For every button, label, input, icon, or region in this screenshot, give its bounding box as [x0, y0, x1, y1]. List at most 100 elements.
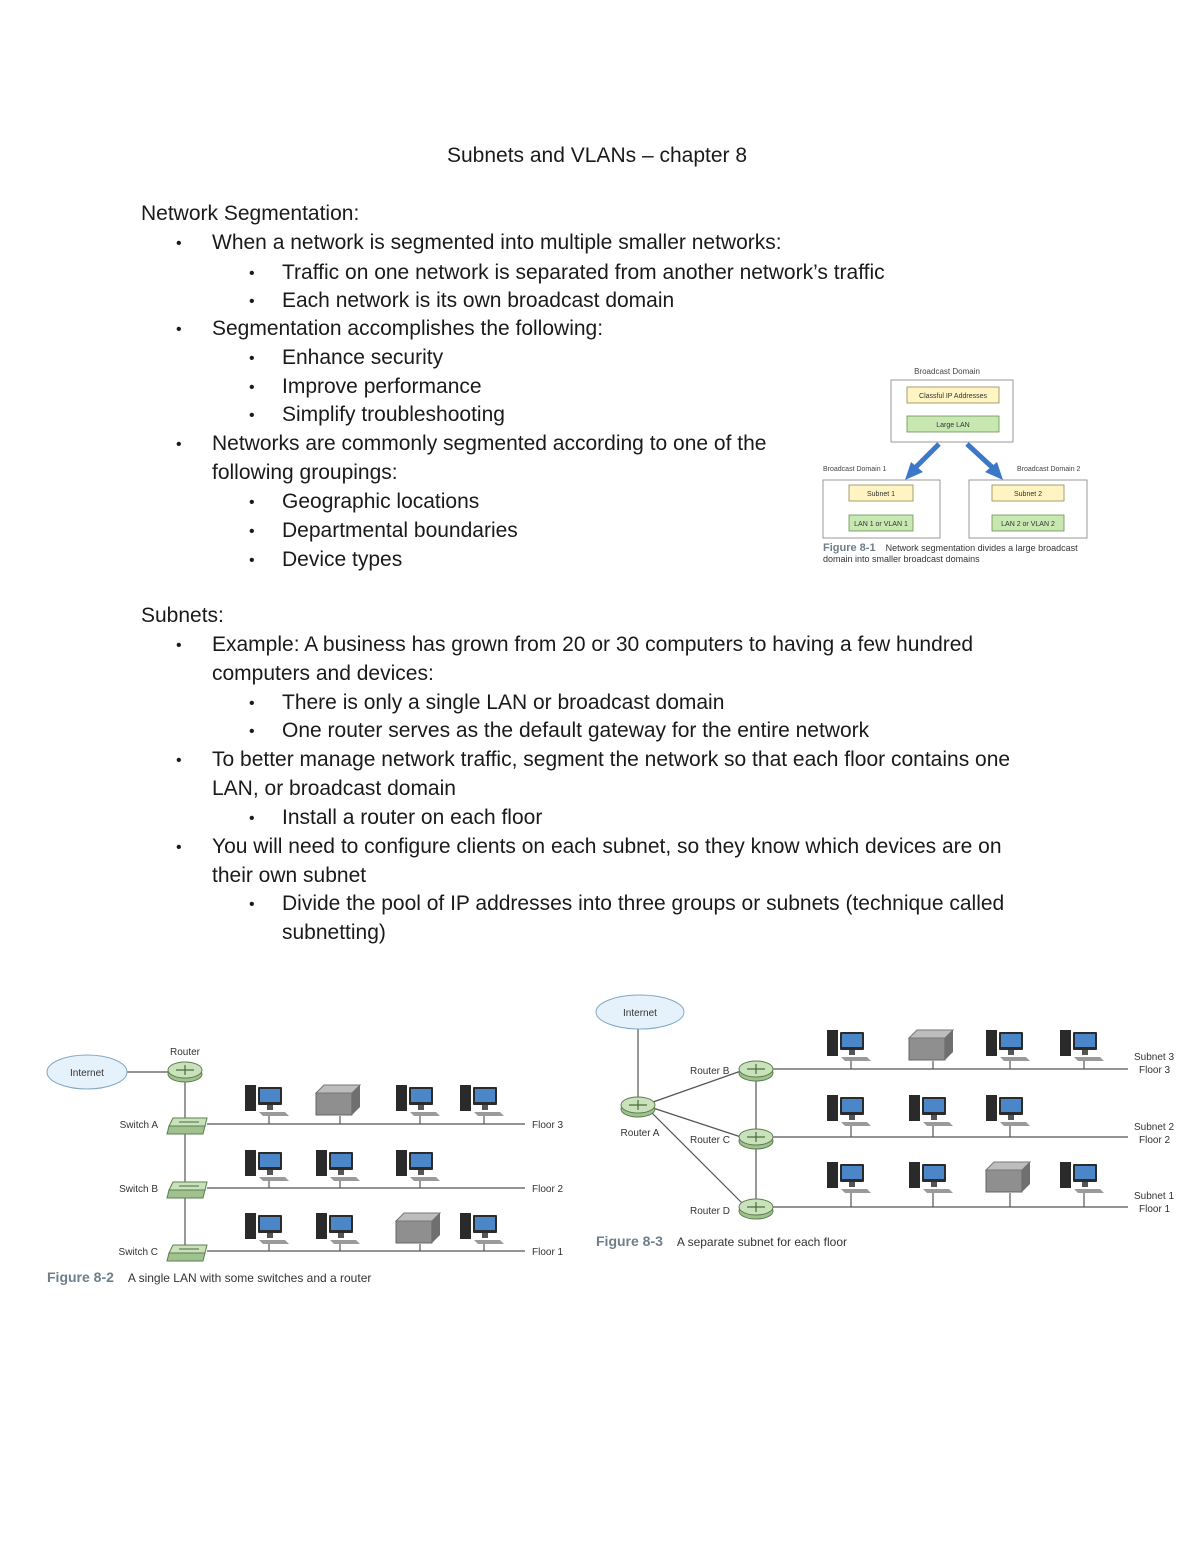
floor-label: Floor 2 — [532, 1184, 564, 1195]
fig1-left-label: Broadcast Domain 1 — [823, 466, 887, 473]
internet-cloud-icon — [595, 994, 685, 1030]
subnets-bullet-text: computers and devices: — [212, 662, 434, 685]
lan-2-label: LAN 2 or VLAN 2 — [1001, 521, 1055, 528]
computer-icon — [245, 1150, 289, 1181]
segmentation-bullet-text: When a network is segmented into multipl… — [212, 231, 782, 254]
computer-icon — [460, 1085, 504, 1116]
fig1-top-label: Broadcast Domain — [914, 367, 980, 376]
figure-8-1: Broadcast Domain Classful IP Addresses L… — [815, 360, 1105, 570]
figure-8-1-caption-line2: domain into smaller broadcast domains — [823, 554, 980, 564]
subnets-bullet-text: To better manage network traffic, segmen… — [212, 748, 1011, 771]
router-icon — [738, 1128, 774, 1150]
router-icon — [620, 1096, 656, 1118]
bullet-dot: • — [249, 523, 255, 540]
figure-8-3-number: Figure 8-3 — [596, 1233, 663, 1249]
arrow-right — [965, 442, 995, 470]
bullet-dot: • — [176, 637, 182, 654]
router-label: Router C — [690, 1135, 730, 1146]
fig1-right-label: Broadcast Domain 2 — [1017, 466, 1081, 473]
figure-8-2-diagram: Internet Router Switch A Floor 3 Switch B F… — [46, 1047, 564, 1262]
router-link — [652, 1107, 742, 1138]
subnets-heading: Subnets: — [141, 604, 224, 627]
bullet-dot: • — [249, 494, 255, 511]
subnets-subbullet-text: One router serves as the default gateway… — [282, 719, 870, 742]
large-lan-box — [906, 415, 1000, 433]
figure-8-2: Internet Router Switch A Floor 3 Switch B F… — [40, 1040, 580, 1285]
switch-icon — [166, 1117, 208, 1135]
subnets-bullet-text: their own subnet — [212, 864, 367, 887]
arrow-left — [913, 442, 941, 470]
computer-icon — [827, 1162, 871, 1193]
computer-icon — [245, 1213, 289, 1244]
bullet-dot: • — [176, 436, 182, 453]
bullet-dot: • — [249, 695, 255, 712]
subnet-1-box — [848, 484, 914, 502]
bullet-dot: • — [249, 407, 255, 424]
fig3-internet-label: Internet — [623, 1008, 657, 1019]
subnet-label: Subnet 1 — [1134, 1191, 1174, 1202]
bullet-dot: • — [249, 350, 255, 367]
bullet-dot: • — [249, 552, 255, 569]
router-label: Router B — [690, 1066, 730, 1077]
fig2-internet-label: Internet — [70, 1068, 104, 1079]
subnets-bullet-text: LAN, or broadcast domain — [212, 777, 456, 800]
bullet-dot: • — [249, 896, 255, 913]
figure-8-1-caption-line1: Network segmentation divides a large bro… — [885, 543, 1078, 553]
computer-icon — [1060, 1030, 1104, 1061]
switch-label: Switch C — [119, 1247, 158, 1258]
computer-icon — [316, 1213, 360, 1244]
switch-label: Switch B — [119, 1184, 158, 1195]
segmentation-subbullet-text: Device types — [282, 548, 403, 571]
segmentation-subbullet-text: Geographic locations — [282, 490, 480, 513]
subnets-subbullet-text: subnetting) — [282, 921, 386, 944]
bullet-dot: • — [176, 235, 182, 252]
fig2-router-label: Router — [170, 1047, 201, 1058]
segmentation-subbullet-text: Improve performance — [282, 375, 482, 398]
segmentation-subbullet-text: Each network is its own broadcast domain — [282, 289, 675, 312]
subnets-subbullet-text: Install a router on each floor — [282, 806, 543, 829]
segmentation-bullet-text: following groupings: — [212, 461, 398, 484]
figure-8-3-diagram: Internet Router A Router B Router C Router … — [595, 994, 1174, 1220]
switch-icon — [166, 1181, 208, 1199]
switch-icon — [166, 1244, 208, 1262]
arrow-right-head — [985, 462, 1003, 480]
computer-icon — [827, 1095, 871, 1126]
figure-8-3-caption-text: A separate subnet for each floor — [676, 1235, 848, 1249]
computer-icon — [316, 1150, 360, 1181]
router-label: Router D — [690, 1206, 730, 1217]
router-link — [652, 1070, 742, 1103]
bullet-dot: • — [176, 752, 182, 769]
subnets-subbullet-text: Divide the pool of IP addresses into thr… — [282, 892, 1005, 915]
computer-icon — [827, 1030, 871, 1061]
page-title: Subnets and VLANs – chapter 8 — [446, 144, 748, 167]
computer-icon — [909, 1162, 953, 1193]
subnet-2-box — [991, 484, 1065, 502]
computer-icon — [396, 1150, 440, 1181]
bullet-dot: • — [249, 379, 255, 396]
printer-icon — [907, 1029, 955, 1061]
bullet-dot: • — [249, 265, 255, 282]
computer-icon — [245, 1085, 289, 1116]
router-icon — [738, 1060, 774, 1082]
printer-icon — [394, 1212, 442, 1244]
figure-8-3-caption: Figure 8-3 A separate subnet for each flo… — [596, 1233, 847, 1249]
bullet-dot: • — [176, 839, 182, 856]
bullet-dot: • — [176, 321, 182, 338]
lan-1-label: LAN 1 or VLAN 1 — [854, 521, 908, 528]
router-label: Router A — [621, 1128, 660, 1139]
computer-icon — [396, 1085, 440, 1116]
floor-label: Floor 1 — [532, 1247, 564, 1258]
arrow-left-head — [905, 462, 923, 480]
subnet-1-label: Subnet 1 — [867, 491, 895, 498]
classful-ip-box — [906, 386, 1000, 404]
subnet-label: Subnet 3 — [1134, 1052, 1174, 1063]
classful-ip-label: Classful IP Addresses — [919, 393, 987, 400]
segmentation-heading: Network Segmentation: — [141, 202, 360, 225]
router-link — [649, 1110, 743, 1204]
segmentation-subbullet-text: Traffic on one network is separated from… — [282, 261, 885, 284]
floor-label: Floor 1 — [1139, 1204, 1171, 1215]
floor-label: Floor 3 — [532, 1120, 564, 1131]
switch-label: Switch A — [120, 1120, 159, 1131]
floor-label: Floor 2 — [1139, 1135, 1171, 1146]
